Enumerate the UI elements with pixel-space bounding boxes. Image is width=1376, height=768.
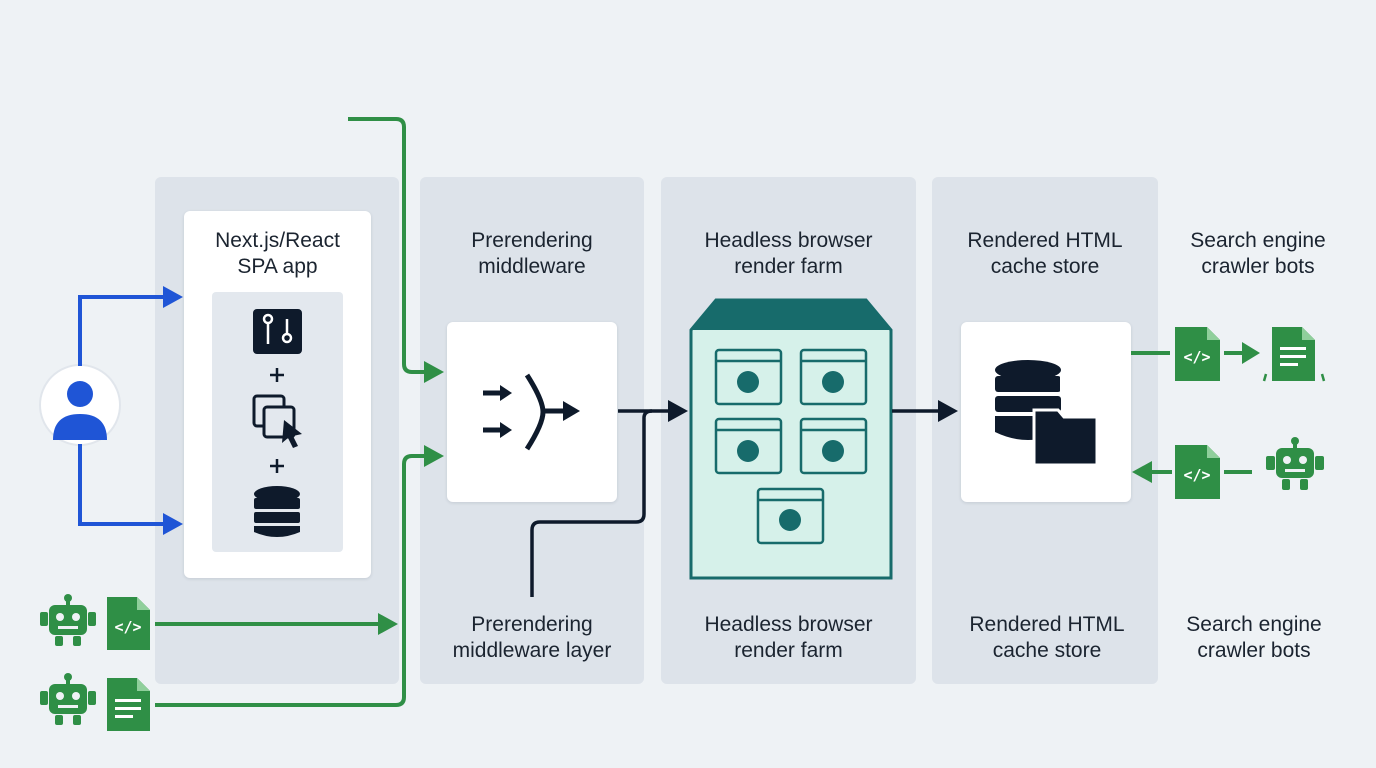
code-file-icon-outgoing: </> bbox=[1175, 327, 1220, 381]
middleware-title: Prerendering middleware bbox=[420, 228, 644, 280]
bot-doc-arrowhead bbox=[424, 445, 444, 467]
spa-app-title: Next.js/React SPA app bbox=[184, 228, 371, 280]
database-icon bbox=[254, 486, 300, 537]
user-to-spa-bottom-arrowhead bbox=[163, 513, 183, 535]
code-file-icon-incoming: </> bbox=[1175, 445, 1220, 499]
cache-caption-line2: cache store bbox=[992, 639, 1102, 662]
middleware-card bbox=[447, 322, 617, 502]
crawlers-caption-line2: crawler bots bbox=[1197, 639, 1311, 662]
cache-title-line2: cache store bbox=[990, 255, 1100, 278]
bot-code-arrowhead bbox=[378, 613, 398, 635]
cursor-windows-icon bbox=[252, 394, 302, 448]
code-file-icon: </> bbox=[107, 597, 150, 650]
middleware-title-line2: middleware bbox=[478, 255, 586, 278]
cache-caption: Rendered HTML cache store bbox=[932, 612, 1162, 664]
external-feed-arrowhead bbox=[424, 361, 444, 383]
render-farm-title-line1: Headless browser bbox=[704, 229, 873, 252]
svg-text:</>: </> bbox=[1183, 466, 1210, 484]
user-to-spa-top-connector bbox=[78, 295, 163, 366]
render-farm-caption-line1: Headless browser bbox=[704, 613, 873, 636]
external-feed-connector bbox=[348, 117, 424, 374]
crawlers-caption: Search engine crawler bots bbox=[1156, 612, 1352, 664]
middleware-layer-connector bbox=[530, 409, 653, 597]
user-to-spa-top-arrowhead bbox=[163, 286, 183, 308]
spa-title-line1: Next.js/React bbox=[215, 229, 340, 252]
middleware-caption-line1: Prerendering bbox=[471, 613, 593, 636]
cache-caption-line1: Rendered HTML bbox=[969, 613, 1125, 636]
svg-text:</>: </> bbox=[114, 618, 141, 636]
cache-title: Rendered HTML cache store bbox=[932, 228, 1158, 280]
middleware-title-line1: Prerendering bbox=[471, 229, 593, 252]
crawlers-caption-line1: Search engine bbox=[1186, 613, 1322, 636]
user-avatar-icon bbox=[39, 364, 121, 446]
render-farm-caption-line2: render farm bbox=[734, 639, 843, 662]
middleware-caption-line2: middleware layer bbox=[452, 639, 612, 662]
user-to-spa-bottom-connector bbox=[78, 444, 163, 526]
crawlers-title-line2: crawler bots bbox=[1201, 255, 1315, 278]
robot-icon-2 bbox=[40, 673, 96, 725]
text-document-icon bbox=[107, 678, 150, 731]
browser-window-icon bbox=[714, 348, 868, 545]
robot-icon-crawler bbox=[1266, 437, 1324, 490]
cache-title-line1: Rendered HTML bbox=[967, 229, 1123, 252]
spa-title-line2: SPA app bbox=[237, 255, 318, 278]
farm-to-cache-arrowhead bbox=[938, 400, 958, 422]
plus-sign-top bbox=[270, 368, 284, 382]
git-branch-icon bbox=[253, 309, 302, 354]
file-to-document-arrowhead bbox=[1242, 342, 1260, 364]
svg-text:</>: </> bbox=[1183, 348, 1210, 366]
bot-doc-to-middleware-connector bbox=[155, 454, 424, 707]
middleware-to-farm-arrowhead bbox=[668, 400, 688, 422]
crawlers-title-line1: Search engine bbox=[1190, 229, 1326, 252]
merge-arrows-icon bbox=[483, 373, 580, 451]
plus-sign-bottom bbox=[270, 459, 284, 473]
render-farm-title-line2: render farm bbox=[734, 255, 843, 278]
render-farm-caption: Headless browser render farm bbox=[661, 612, 916, 664]
render-farm-title: Headless browser render farm bbox=[661, 228, 916, 280]
robot-icon bbox=[40, 594, 96, 646]
text-document-icon-crawler bbox=[1262, 327, 1326, 382]
crawler-to-cache-arrowhead bbox=[1132, 461, 1152, 483]
folder-icon bbox=[1032, 408, 1099, 467]
crawlers-title: Search engine crawler bots bbox=[1160, 228, 1356, 280]
middleware-caption: Prerendering middleware layer bbox=[410, 612, 654, 664]
